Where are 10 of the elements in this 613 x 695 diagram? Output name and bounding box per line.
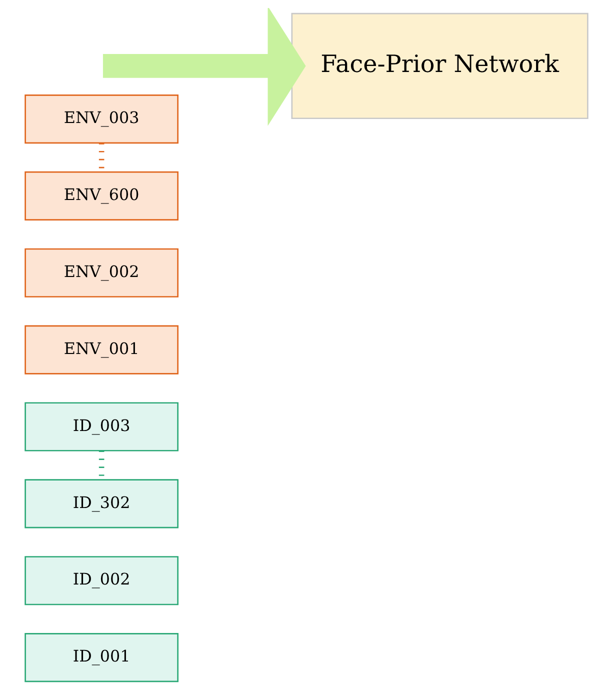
arrow (102, 8, 306, 126)
node-box: ID_001 (24, 633, 178, 682)
node-box: ID_002 (24, 556, 178, 606)
node-box: ENV_003 (24, 94, 178, 144)
node-box: ENV_001 (24, 325, 178, 374)
node-box: Face-Prior Network (291, 12, 588, 120)
node-box: ENV_600 (24, 171, 178, 220)
node-box: ID_302 (24, 479, 178, 528)
node-box: ENV_002 (24, 248, 178, 298)
node-box: ID_003 (24, 402, 178, 452)
